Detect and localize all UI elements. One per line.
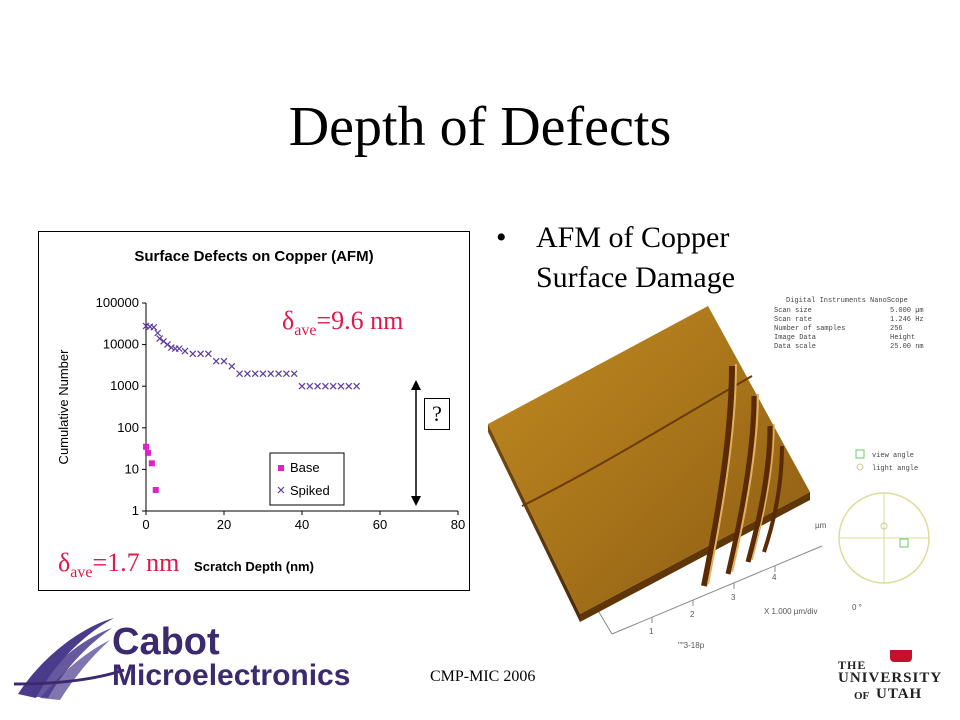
- spiked-point: [345, 382, 353, 390]
- afm-info-val-3: 256: [890, 325, 903, 333]
- spiked-point: [321, 382, 329, 390]
- spiked-point: [150, 323, 158, 331]
- bullet-dot: •: [496, 221, 507, 254]
- x-tick-label: 80: [451, 517, 465, 532]
- y-tick-label: 100000: [96, 295, 139, 310]
- afm-light-angle-label: light angle: [872, 465, 918, 473]
- x-tick-label: 0: [142, 517, 149, 532]
- afm-info-val-1: 5.000 µm: [890, 307, 924, 315]
- x-tick-label: 40: [295, 517, 309, 532]
- x-axis-label: Scratch Depth (nm): [194, 559, 314, 574]
- utah-block-u-icon: [890, 650, 912, 662]
- legend-box: [269, 452, 345, 506]
- cabot-logo-line1: Cabot: [112, 621, 220, 663]
- afm-view-angle-label: view angle: [872, 452, 914, 460]
- afm-file-label: ""3-18p: [678, 641, 705, 650]
- spiked-point: [236, 370, 244, 378]
- y-tick-label: 10000: [103, 337, 139, 352]
- utah-logo-utah: UTAH: [876, 686, 923, 702]
- base-point: [144, 449, 151, 456]
- spiked-point: [189, 350, 197, 358]
- afm-info-line-1: Scan size: [774, 307, 812, 315]
- spiked-point: [314, 382, 322, 390]
- afm-info-line-0: Digital Instruments NanoScope: [786, 297, 908, 305]
- base-point: [152, 486, 159, 493]
- annotation-base-depth: δave=1.7 nm: [58, 548, 180, 581]
- spiked-point: [353, 382, 361, 390]
- spiked-point: [298, 382, 306, 390]
- afm-info-line-2: Scan rate: [774, 316, 812, 324]
- spiked-point: [220, 357, 228, 365]
- afm-info-line-4: Image Data: [774, 334, 816, 342]
- y-axis-label: Cumulative Number: [56, 349, 71, 465]
- y-tick-label: 1000: [110, 378, 139, 393]
- defects-chart: Surface Defects on Copper (AFM) Scratch D…: [56, 248, 465, 574]
- legend-spiked-marker: [277, 486, 285, 494]
- spiked-point: [204, 350, 212, 358]
- utah-logo-of: OF: [854, 690, 870, 702]
- afm-surface-image: 1 2 3 4 µm X 1.000 µm/div ""3-18p 0 ° Di…: [487, 297, 930, 650]
- spiked-point: [197, 350, 205, 358]
- spiked-point: [259, 370, 267, 378]
- spiked-point: [267, 370, 275, 378]
- question-mark-box: ?: [424, 398, 450, 430]
- afm-info-line-3: Number of samples: [774, 325, 845, 333]
- footer-text: CMP-MIC 2006: [430, 668, 536, 685]
- chart-frame: [38, 231, 470, 591]
- legend-spiked-label: Spiked: [290, 483, 330, 498]
- spiked-point: [154, 329, 162, 337]
- double-arrow-icon: [411, 380, 421, 506]
- spiked-point: [164, 341, 171, 349]
- afm-axis-label-1: 1: [649, 627, 654, 636]
- x-tick-label: 20: [217, 517, 231, 532]
- annotation-spiked-depth: δave=9.6 nm: [282, 306, 404, 339]
- angle-widget: [838, 449, 930, 584]
- spiked-point: [243, 370, 251, 378]
- cabot-logo-line2: Microelectronics: [112, 659, 351, 692]
- spiked-point: [282, 370, 290, 378]
- spiked-point: [228, 362, 236, 370]
- cabot-microelectronics-logo: Cabot Microelectronics: [13, 614, 350, 709]
- spiked-point: [251, 370, 259, 378]
- afm-div-label: X 1.000 µm/div: [764, 607, 818, 616]
- utah-logo-the: THE: [838, 658, 867, 672]
- afm-axis-label-2: 2: [690, 610, 695, 619]
- utah-logo-university: UNIVERSITY: [838, 670, 943, 686]
- legend-base-marker: [278, 465, 284, 471]
- spiked-point: [212, 357, 220, 365]
- slide-title: Depth of Defects: [288, 96, 672, 158]
- spiked-point: [337, 382, 345, 390]
- spiked-point: [275, 370, 283, 378]
- cabot-swoosh-icon: [13, 618, 125, 700]
- spiked-point: [175, 345, 183, 353]
- afm-axis-label-4: 4: [772, 573, 777, 582]
- y-tick-label: 10: [125, 461, 139, 476]
- afm-info-val-2: 1.246 Hz: [890, 316, 924, 324]
- base-point: [143, 443, 149, 450]
- afm-axis-label-3: 3: [731, 593, 736, 602]
- afm-info-val-5: 25.00 nm: [890, 343, 924, 351]
- afm-info-val-4: Height: [890, 334, 915, 342]
- chart-title: Surface Defects on Copper (AFM): [134, 248, 373, 265]
- bullet-text: AFM of Copper Surface Damage: [536, 221, 736, 294]
- spiked-point: [167, 344, 175, 351]
- y-tick-label: 100: [117, 420, 139, 435]
- legend-base-label: Base: [290, 460, 320, 475]
- y-tick-label: 1: [132, 503, 139, 518]
- afm-unit-label: µm: [815, 521, 827, 530]
- spiked-point: [306, 382, 314, 390]
- spiked-point: [156, 335, 164, 342]
- x-tick-label: 60: [373, 517, 387, 532]
- spiked-point: [181, 347, 189, 355]
- base-point: [148, 460, 155, 467]
- spiked-point: [329, 382, 337, 390]
- spiked-point: [290, 370, 298, 378]
- afm-info-line-5: Data scale: [774, 343, 816, 351]
- afm-bottom-angle: 0 °: [852, 603, 862, 612]
